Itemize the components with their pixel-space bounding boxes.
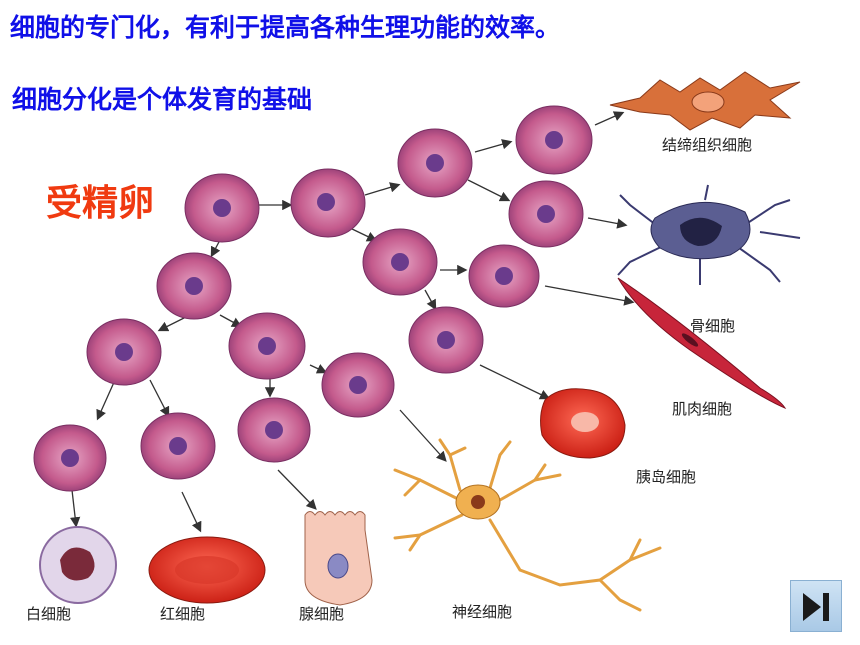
- heading-differentiation: 细胞分化是个体发育的基础: [12, 85, 313, 114]
- stem-cell: [33, 424, 107, 492]
- zygote-label: 受精卵: [46, 183, 155, 224]
- stem-cell: [228, 312, 306, 380]
- stem-cell: [140, 412, 216, 480]
- stem-cell: [156, 252, 232, 320]
- white-blood-cell: [39, 526, 117, 604]
- stem-cell: [290, 168, 366, 238]
- stem-cell: [397, 128, 473, 198]
- stem-cell: [508, 180, 584, 248]
- arrows: [69, 111, 635, 533]
- label-red-blood-cell: 红细胞: [160, 605, 206, 623]
- stem-cell: [86, 318, 162, 386]
- stem-cell: [362, 228, 438, 296]
- red-blood-cell: [148, 536, 266, 604]
- islet-cell: [540, 388, 626, 459]
- label-white-blood-cell: 白细胞: [26, 605, 72, 623]
- label-gland-cell: 腺细胞: [299, 605, 345, 623]
- muscle-cell: [617, 277, 787, 410]
- bone-cell: [617, 184, 801, 285]
- stem-cell: [321, 352, 395, 418]
- stem-cell: [468, 244, 540, 308]
- label-connective-tissue-cell: 结缔组织细胞: [662, 136, 753, 154]
- stem-cells: [33, 105, 593, 492]
- nerve-cell: [393, 438, 662, 612]
- stem-cell: [237, 397, 311, 463]
- label-bone-cell: 骨细胞: [690, 317, 736, 335]
- next-slide-button[interactable]: [790, 580, 842, 632]
- label-nerve-cell: 神经细胞: [452, 603, 513, 621]
- connective-tissue-cell: [609, 71, 801, 131]
- heading-specialization: 细胞的专门化，有利于提高各种生理功能的效率。: [10, 13, 561, 42]
- stem-cell: [408, 306, 484, 374]
- zygote-cell: [184, 173, 260, 243]
- label-muscle-cell: 肌肉细胞: [672, 400, 733, 418]
- label-islet-cell: 胰岛细胞: [636, 468, 697, 486]
- skip-forward-icon: [803, 593, 829, 621]
- gland-cell: [304, 511, 373, 606]
- stem-cell: [515, 105, 593, 175]
